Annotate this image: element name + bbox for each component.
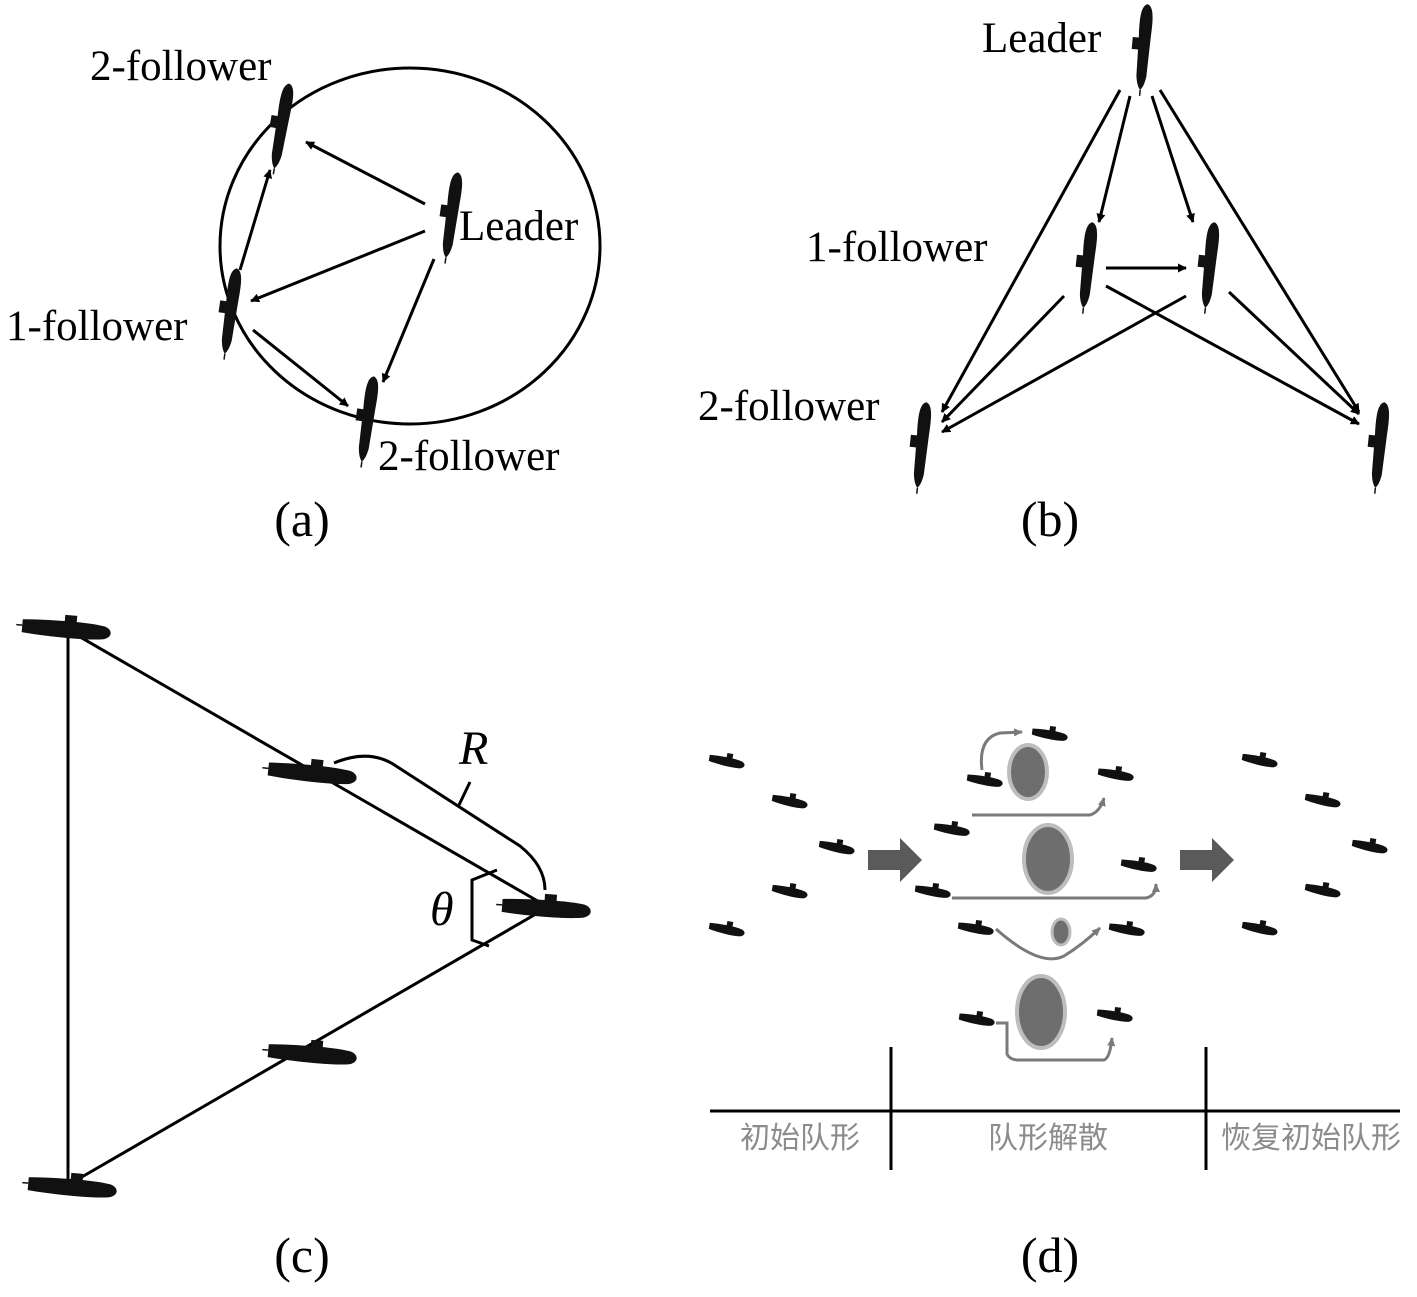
avoid-path xyxy=(979,728,1023,771)
obstacle xyxy=(1007,743,1049,801)
auv-d2-5 xyxy=(1120,854,1158,873)
link-leader-bottom xyxy=(381,258,436,383)
auv-f1-left xyxy=(1070,220,1100,316)
label-R: R xyxy=(458,722,488,775)
caption-b: (b) xyxy=(1021,491,1079,547)
label-bottom-follower: 2-follower xyxy=(378,433,560,480)
auv-d2-10 xyxy=(1096,1004,1134,1023)
auv-c-apex xyxy=(494,889,593,921)
arrow-right-icon xyxy=(868,838,922,882)
phase-initial-label: 初始队形 xyxy=(740,1121,860,1156)
panel-a: 2-follower Leader 1-follower 2-follower … xyxy=(6,43,602,547)
label-leader-b: Leader xyxy=(982,15,1101,62)
panel-c: R θ (c) xyxy=(14,609,593,1283)
auv-leader-b xyxy=(1126,2,1155,98)
auv-d2-7 xyxy=(957,917,995,936)
auv-d3-2 xyxy=(1304,788,1343,809)
auv-c-bottom xyxy=(20,1167,119,1201)
theta-bracket xyxy=(470,868,498,948)
panel-b: Leader 1-follower 2-follower (b) xyxy=(698,2,1392,547)
obstacle xyxy=(1050,917,1072,947)
panel-d: 初始队形 队形解散 恢复初始队形 (d) xyxy=(708,723,1401,1283)
auv-d3-1 xyxy=(1241,748,1280,769)
auv-d2-2 xyxy=(1031,723,1069,742)
avoid-path xyxy=(952,883,1160,900)
link-f1b-f2-left xyxy=(941,294,1187,434)
auv-d2-1 xyxy=(966,769,1004,788)
auv-c-mid-lower xyxy=(260,1034,359,1068)
avoid-path xyxy=(972,797,1106,817)
link-leader-f2-right xyxy=(1158,89,1361,413)
link-leader-top xyxy=(305,140,426,206)
link-leader-f2-left xyxy=(940,89,1122,413)
phase-recover-label: 恢复初始队形 xyxy=(1221,1121,1401,1156)
auv-f1-right xyxy=(1192,220,1222,316)
caption-a: (a) xyxy=(274,491,330,547)
R-leader-line xyxy=(457,781,472,806)
label-left-follower: 1-follower xyxy=(6,303,188,350)
caption-d: (d) xyxy=(1021,1227,1079,1283)
auv-d3-5 xyxy=(1241,916,1280,937)
link-f1-f2-right xyxy=(1105,284,1360,426)
auv-d2-9 xyxy=(958,1008,996,1027)
auv-d1-1 xyxy=(708,749,747,770)
link-leader-left xyxy=(250,229,426,303)
arrow-right-icon xyxy=(1180,838,1234,882)
label-leader: Leader xyxy=(459,203,578,250)
auv-left-follower xyxy=(211,265,244,362)
link-left-top xyxy=(238,169,272,271)
auv-d2-3 xyxy=(1097,763,1135,782)
auv-c-top xyxy=(14,609,113,643)
auv-d2-8 xyxy=(1108,918,1146,937)
link-leader-f1 xyxy=(1096,95,1132,223)
phase-disperse-label: 队形解散 xyxy=(988,1121,1108,1156)
R-brace xyxy=(333,754,547,891)
label-f1-b: 1-follower xyxy=(806,224,988,271)
obstacle xyxy=(1015,974,1067,1050)
auv-d1-5 xyxy=(708,917,747,938)
auv-f2-left xyxy=(904,400,934,496)
avoid-path xyxy=(995,926,1102,961)
auv-d1-3 xyxy=(818,835,857,856)
formation-circle xyxy=(218,66,602,426)
auv-d1-4 xyxy=(771,879,810,900)
link-f1b-f2-right xyxy=(1227,290,1361,416)
label-f2-b: 2-follower xyxy=(698,383,880,430)
auv-d3-3 xyxy=(1351,834,1390,855)
avoid-path xyxy=(996,1021,1116,1062)
label-top-follower: 2-follower xyxy=(90,43,272,90)
auv-d2-6 xyxy=(914,880,952,899)
auv-f2-right xyxy=(1362,400,1392,496)
link-leader-f1b xyxy=(1150,95,1195,223)
auv-d3-4 xyxy=(1304,878,1343,899)
caption-c: (c) xyxy=(274,1227,330,1283)
link-left-bottom xyxy=(252,328,349,408)
link-f1-f2-left xyxy=(940,294,1066,424)
label-theta: θ xyxy=(430,883,454,936)
obstacle xyxy=(1022,823,1074,895)
auv-d1-2 xyxy=(771,789,810,810)
auv-d2-4 xyxy=(933,818,971,837)
